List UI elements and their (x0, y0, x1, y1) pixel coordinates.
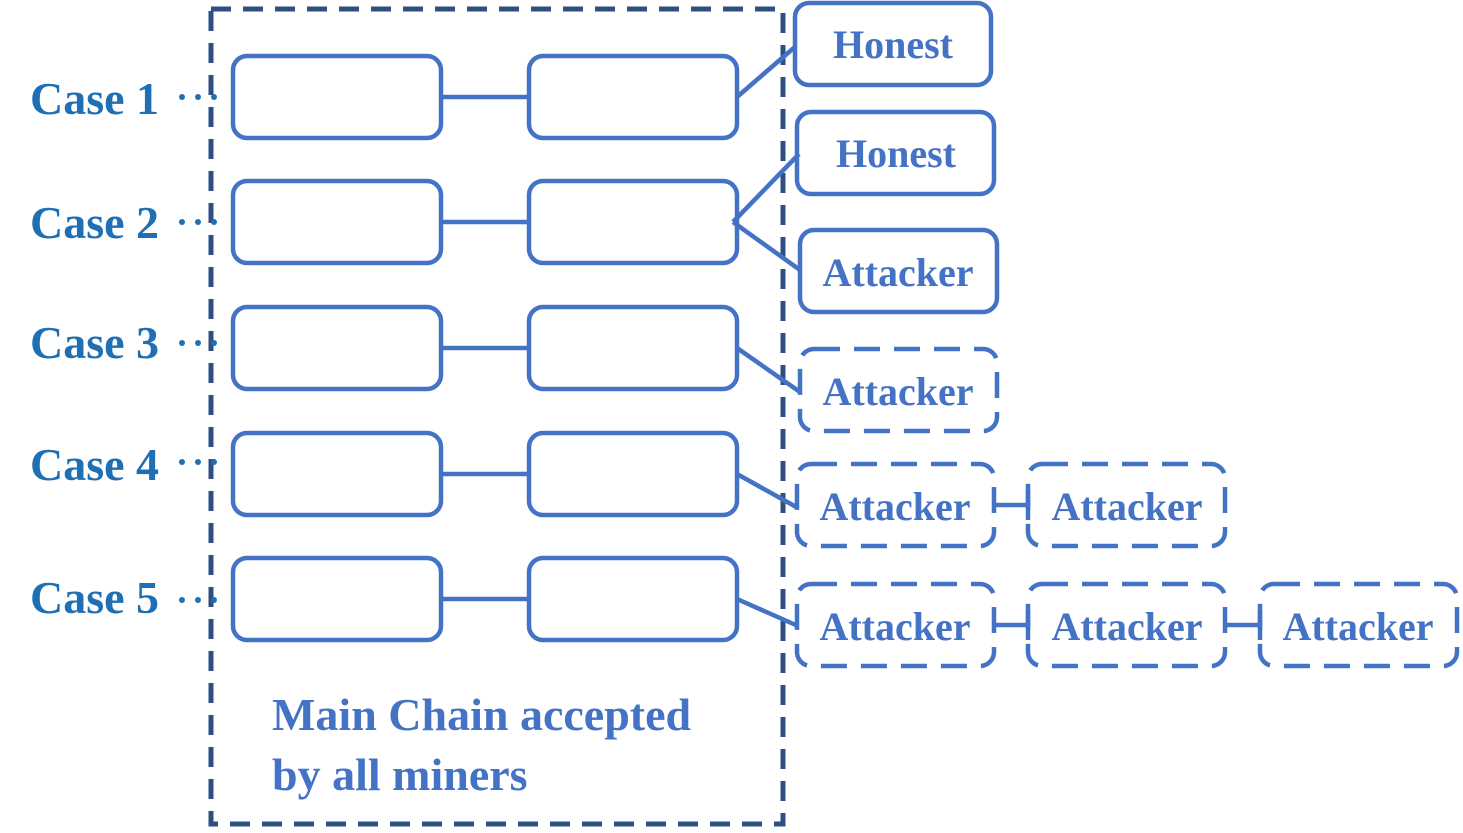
case-1-label: Case 1 (30, 73, 159, 124)
case-5-branch-label-2: Attacker (1051, 604, 1202, 649)
case-2-fork-link-attacker (731, 220, 802, 272)
case-3-main-block-2 (526, 304, 740, 392)
case-4-row: Case 4 Attacker Attacker (30, 430, 1228, 549)
case-5-label: Case 5 (30, 572, 159, 623)
case-2-label: Case 2 (30, 197, 159, 248)
case-2-main-block-1 (230, 178, 444, 266)
case-2-branch-block-1 (794, 109, 997, 197)
case-3-label: Case 3 (30, 317, 159, 368)
case-4-branch-label-2: Attacker (1051, 484, 1202, 529)
case-3-main-block-1 (230, 304, 444, 392)
case-4-main-block-1 (230, 430, 444, 518)
case-2-fork-link-honest (731, 152, 801, 224)
case-5-main-block-1 (230, 555, 444, 643)
case-4-branch-block-2 (1025, 461, 1228, 549)
case-1-branch-label-1: Honest (833, 22, 954, 67)
case-1-dots (179, 94, 217, 100)
main-chain-frame (208, 6, 786, 827)
case-1-main-block-1 (230, 53, 444, 141)
case-5-fork-link (736, 596, 799, 629)
case-2-dots (179, 219, 217, 225)
case-2-main-block-2 (526, 178, 740, 266)
case-3-row: Case 3 Attacker (30, 304, 1000, 434)
case-4-dots (179, 459, 217, 465)
case-5-branch-label-3: Attacker (1282, 604, 1433, 649)
case-3-fork-link (735, 346, 802, 394)
case-4-label: Case 4 (30, 439, 159, 490)
case-5-branch-label-1: Attacker (819, 604, 970, 649)
case-3-dots (179, 340, 217, 346)
case-1-fork-link (735, 44, 798, 99)
case-2-row: Case 2 Honest Attacker (30, 109, 1000, 315)
case-4-branch-label-1: Attacker (819, 484, 970, 529)
case-1-main-block-2 (526, 53, 740, 141)
case-2-branch-label-1: Honest (836, 131, 957, 176)
case-1-row: Case 1 Honest (30, 0, 994, 141)
case-5-branch-block-3 (1257, 581, 1460, 669)
case-1-branch-block-1 (792, 0, 994, 88)
case-4-fork-link (735, 472, 800, 510)
case-2-branch-block-2 (797, 227, 1000, 315)
case-2-branch-label-2: Attacker (822, 250, 973, 295)
main-chain-label-line-2: by all miners (272, 749, 528, 800)
case-5-main-block-2 (526, 555, 740, 643)
case-3-branch-block-1 (797, 346, 1000, 434)
case-5-dots (179, 597, 217, 603)
case-5-row: Case 5 Attacker Attacker Attacker (30, 555, 1460, 669)
case-4-main-block-2 (526, 430, 740, 518)
main-chain-label-line-1: Main Chain accepted (272, 689, 692, 740)
case-3-branch-label-1: Attacker (822, 369, 973, 414)
